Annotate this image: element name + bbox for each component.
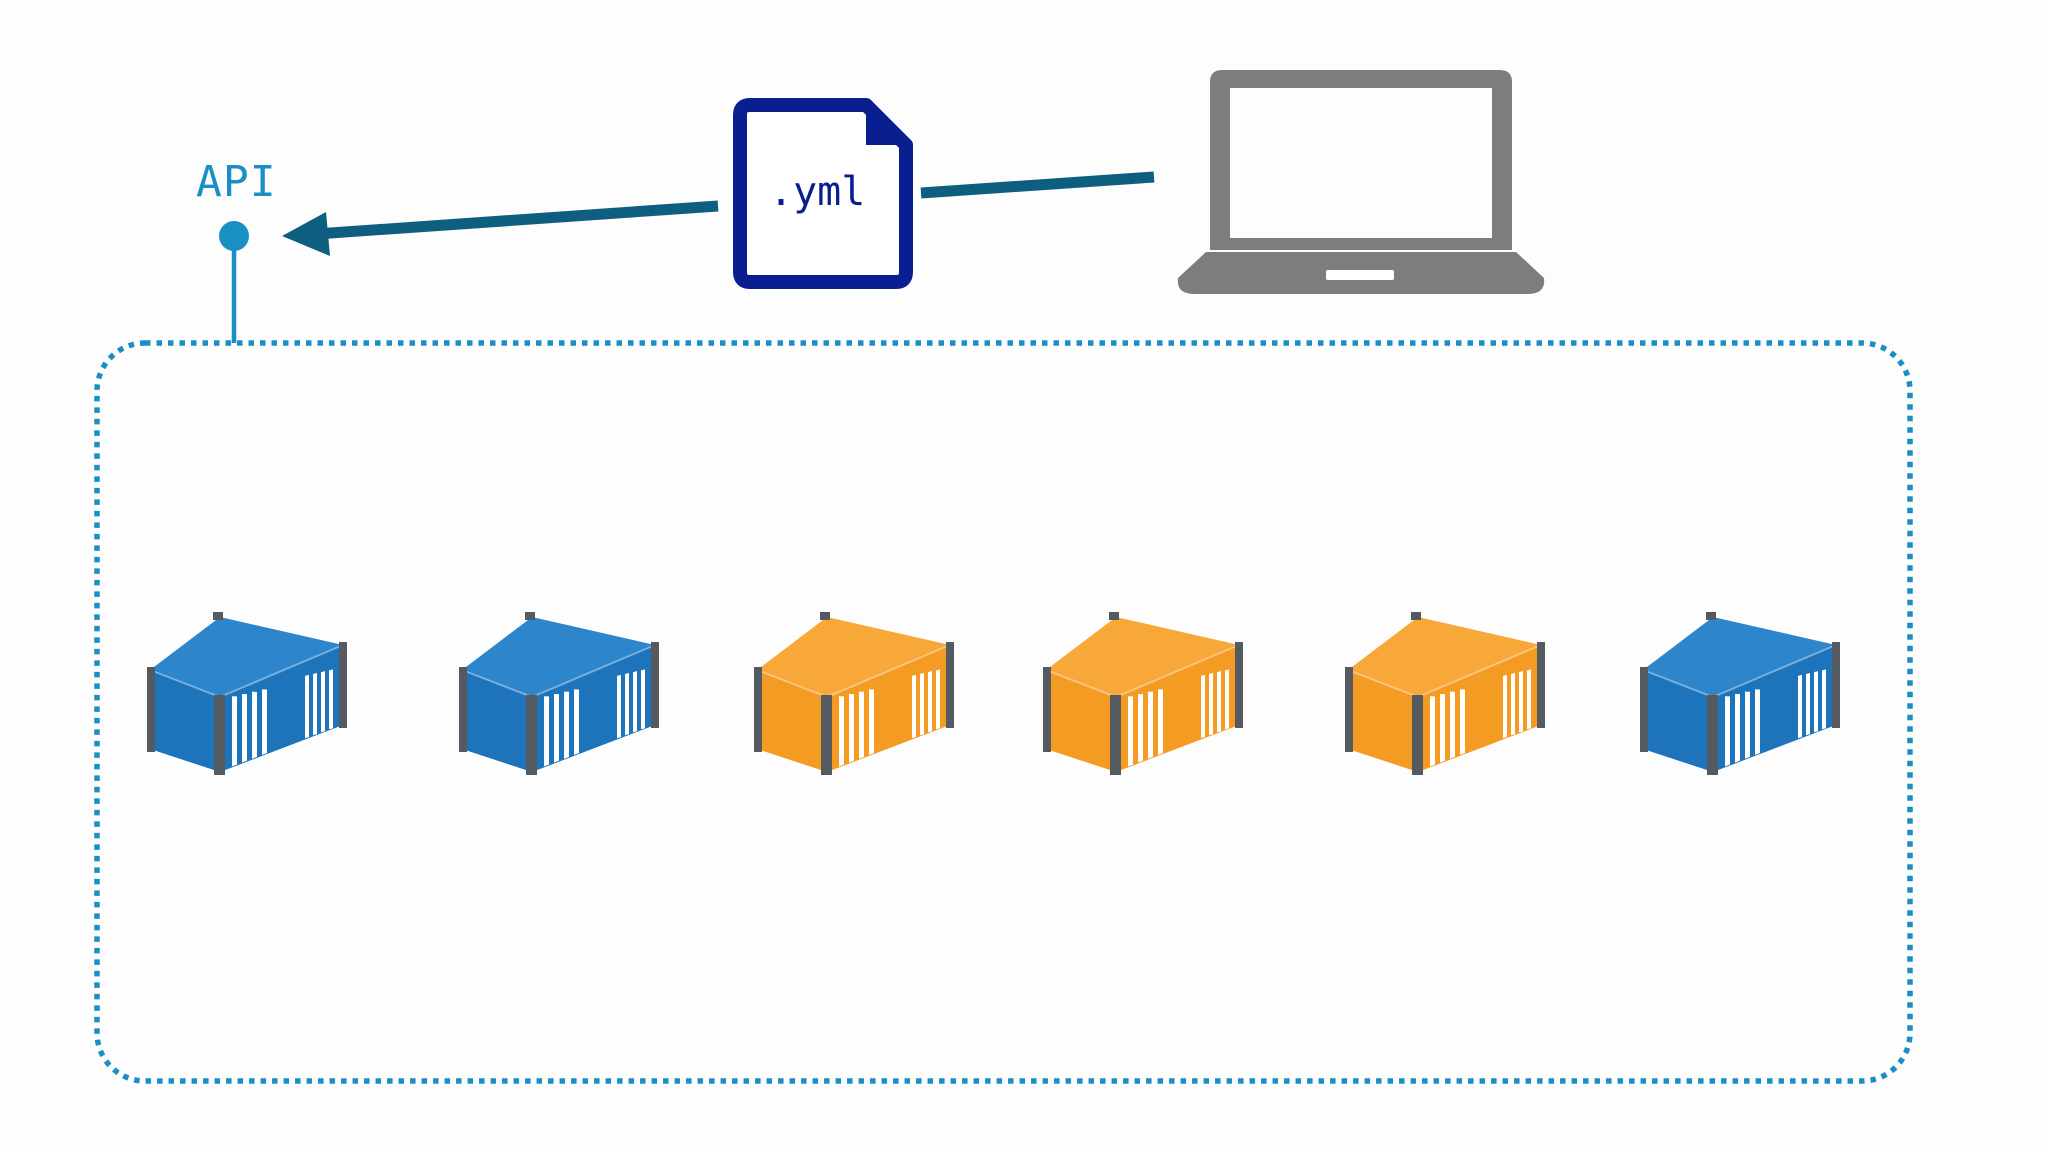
container-row <box>147 612 1840 775</box>
api-endpoint: API <box>196 157 277 343</box>
shipping-container-icon <box>1640 612 1840 775</box>
shipping-container-icon <box>459 612 659 775</box>
shipping-container-icon <box>754 612 954 775</box>
shipping-container-icon <box>1043 612 1243 775</box>
shipping-container-icon <box>1345 612 1545 775</box>
api-label: API <box>196 157 277 207</box>
yml-file-icon: .yml <box>733 98 913 289</box>
shipping-container-icon <box>147 612 347 775</box>
laptop-icon <box>1177 70 1545 294</box>
file-extension-label: .yml <box>769 169 865 215</box>
api-endpoint-dot-icon <box>219 221 249 251</box>
request-arrow <box>282 171 1155 256</box>
cluster-boundary <box>94 340 1913 1084</box>
